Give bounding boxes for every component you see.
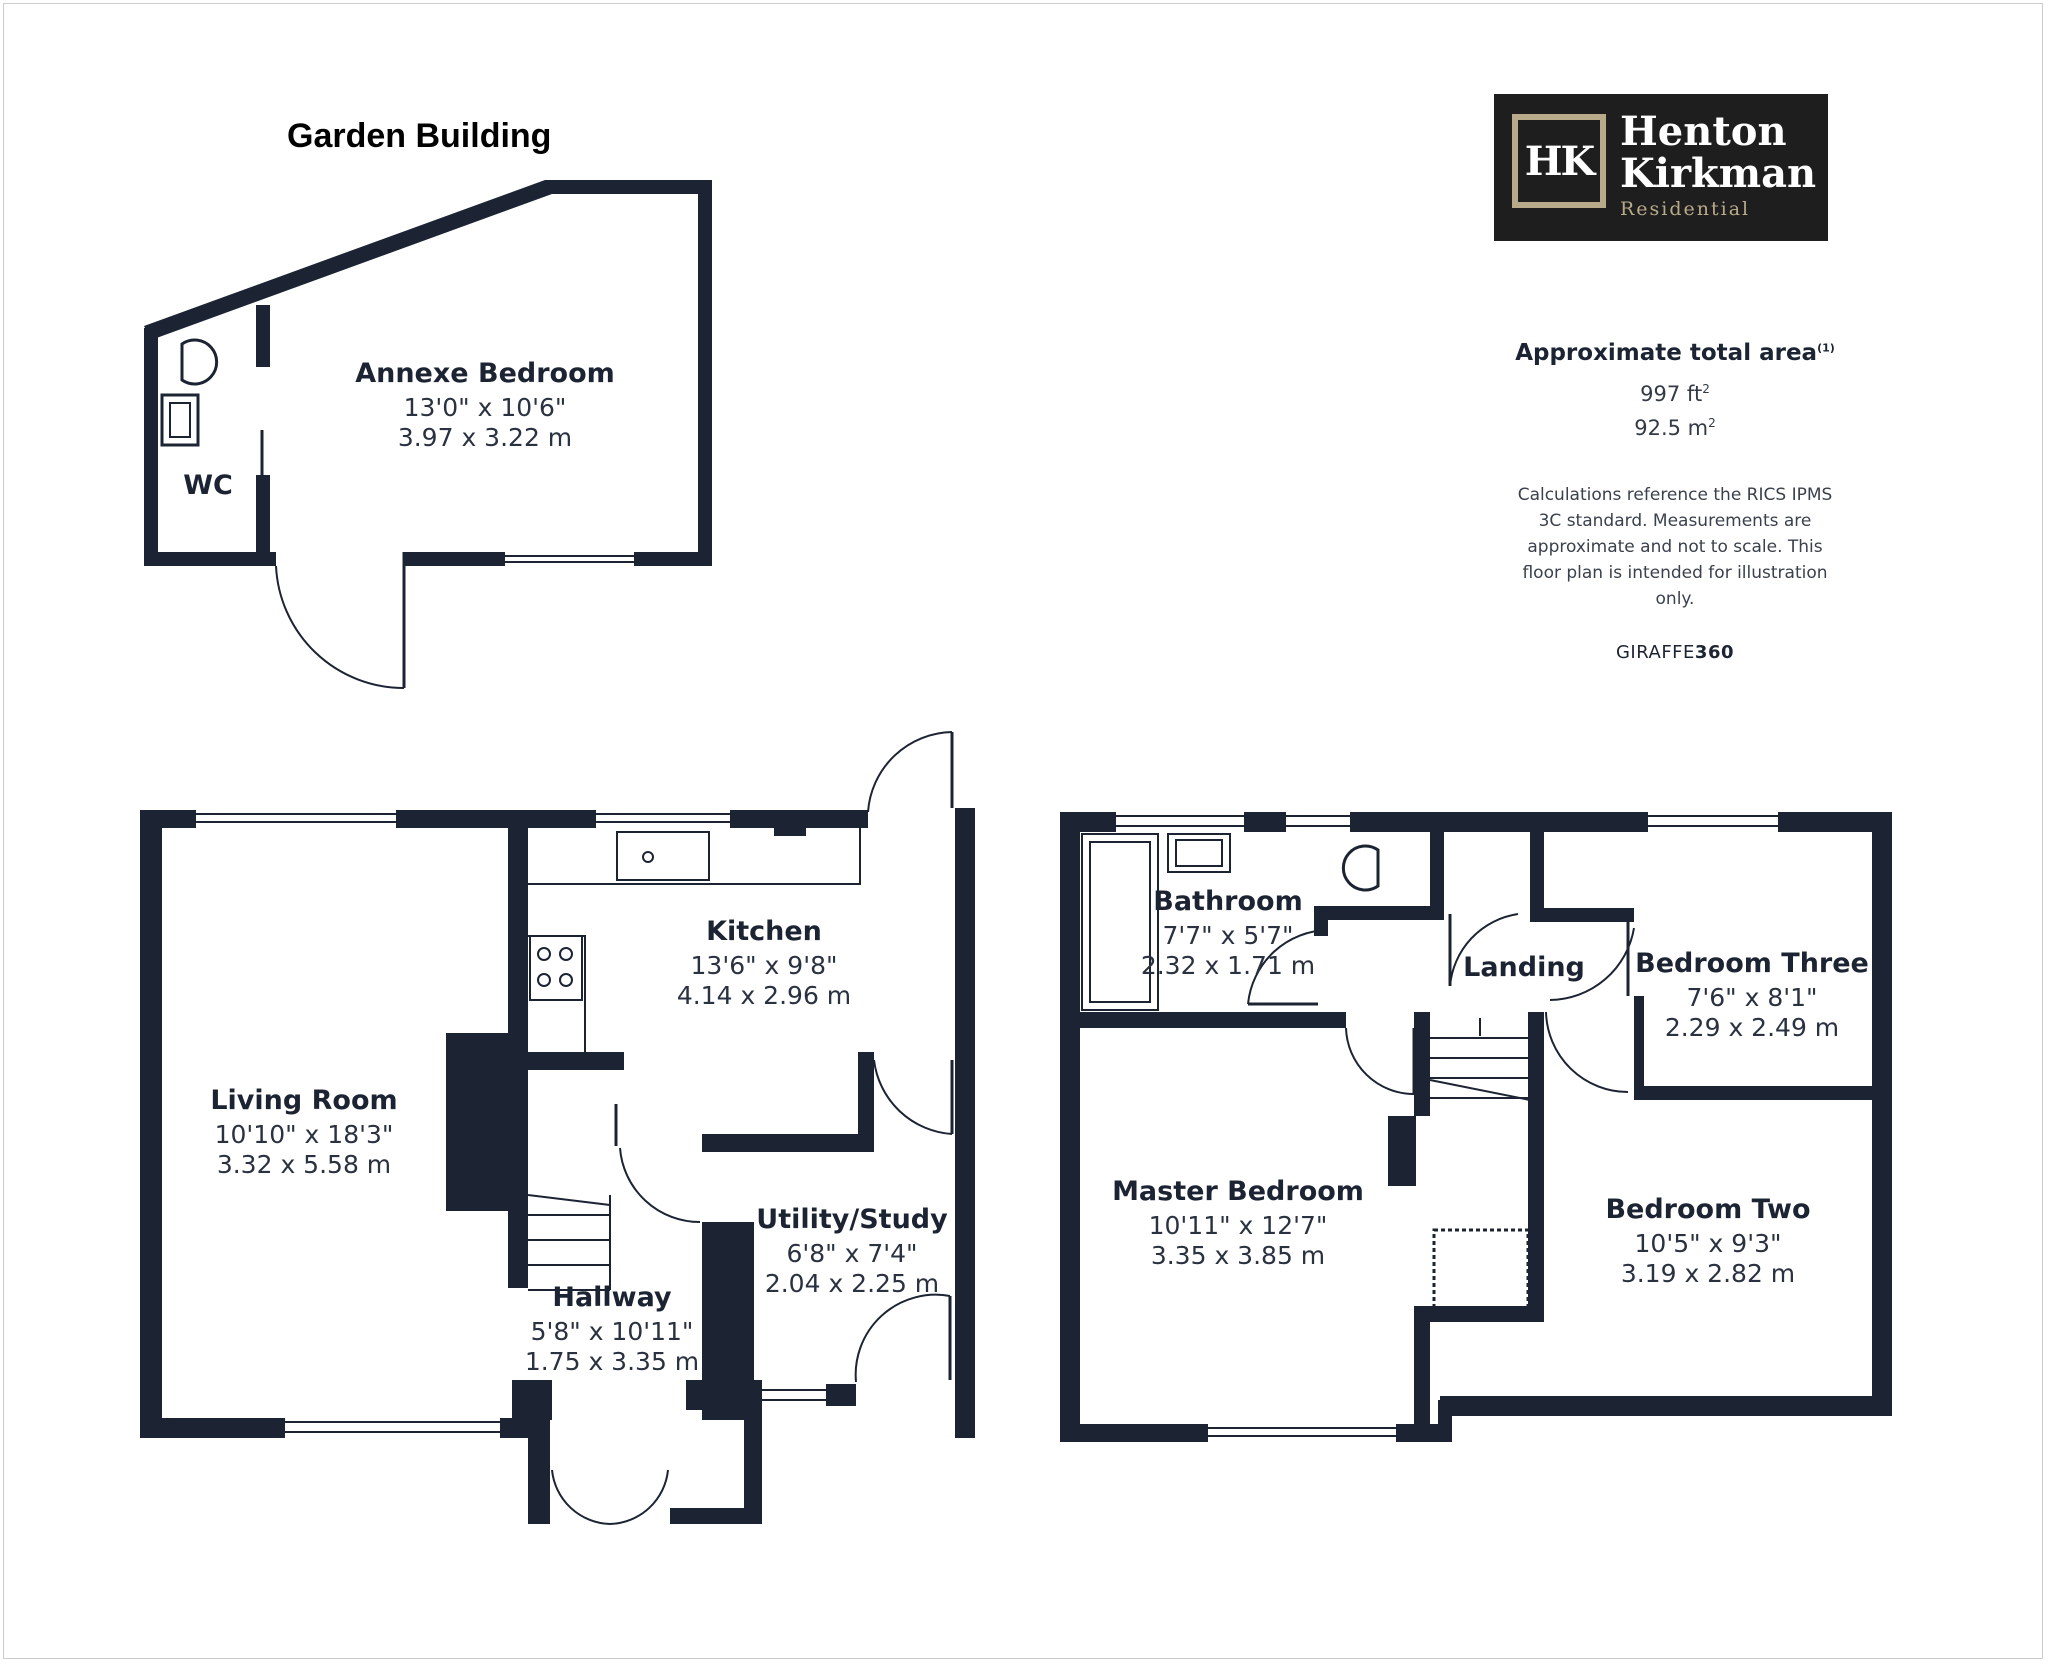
hallway-label: Hallway — [552, 1282, 672, 1313]
annexe-bedroom-metric: 3.97 x 3.22 m — [398, 423, 572, 452]
master-bedroom-imperial: 10'11" x 12'7" — [1149, 1211, 1328, 1240]
page-frame — [3, 3, 2043, 1659]
airing-cupboard — [1432, 1228, 1530, 1310]
first-floor-walls — [1060, 812, 1892, 1442]
kitchen-imperial: 13'6" x 9'8" — [691, 951, 838, 980]
giraffe360-credit: GIRAFFE360 — [1615, 642, 1734, 663]
bathroom-label: Bathroom — [1153, 886, 1302, 917]
kitchen-counters — [528, 828, 861, 1052]
bathroom-fixtures — [1081, 833, 1231, 1011]
kitchen-metric: 4.14 x 2.96 m — [677, 981, 851, 1010]
annexe-bedroom-label: Annexe Bedroom — [355, 358, 615, 389]
ground-floor-stairs — [527, 1194, 611, 1291]
wc-toilet-icon — [180, 338, 219, 386]
bedroom-two-label: Bedroom Two — [1605, 1194, 1810, 1225]
logo-monogram: HK — [1512, 114, 1606, 208]
landing-label: Landing — [1463, 952, 1585, 983]
ground-floor-windows — [196, 813, 826, 1519]
bedroom-three-metric: 2.29 x 2.49 m — [1665, 1013, 1839, 1042]
area-sqm: 92.5 m2 — [1634, 416, 1716, 440]
disclaimer-note: Calculations reference the RICS IPMS 3C … — [1517, 485, 1833, 609]
bedroom-two-metric: 3.19 x 2.82 m — [1621, 1259, 1795, 1288]
living-room-label: Living Room — [210, 1085, 397, 1116]
master-bedroom-label: Master Bedroom — [1112, 1176, 1364, 1207]
chimney-breast — [446, 1033, 508, 1211]
logo-line-2: Kirkman — [1620, 150, 1817, 197]
wc-label: WC — [183, 470, 233, 501]
bathroom-imperial: 7'7" x 5'7" — [1162, 921, 1293, 950]
kitchen-sink-icon — [642, 851, 654, 863]
garden-building: Garden Building Annexe Bedroom 13'0" x 1… — [144, 117, 712, 690]
living-room-imperial: 10'10" x 18'3" — [215, 1120, 394, 1149]
first-floor-stairs — [1429, 1018, 1531, 1101]
bedroom-three-imperial: 7'6" x 8'1" — [1686, 983, 1817, 1012]
bathroom-metric: 2.32 x 1.71 m — [1141, 951, 1315, 980]
area-title: Approximate total area(1) — [1515, 340, 1835, 366]
ground-floor: Kitchen 13'6" x 9'8" 4.14 x 2.96 m Livin… — [140, 731, 975, 1525]
first-floor-doors — [1247, 913, 1635, 1095]
henton-kirkman-logo: HK Henton Kirkman Residential — [1494, 94, 1828, 241]
ground-floor-doors — [551, 731, 954, 1525]
utility-study-imperial: 6'8" x 7'4" — [786, 1239, 917, 1268]
bathroom-toilet-icon — [1341, 844, 1380, 892]
logo-line-1: Henton — [1620, 108, 1787, 155]
master-bedroom-metric: 3.35 x 3.85 m — [1151, 1241, 1325, 1270]
utility-study-label: Utility/Study — [756, 1204, 948, 1235]
annexe-bedroom-imperial: 13'0" x 10'6" — [404, 393, 567, 422]
kitchen-label: Kitchen — [706, 916, 822, 947]
area-sqft: 997 ft2 — [1640, 382, 1710, 406]
garden-building-title: Garden Building — [287, 117, 551, 155]
bedroom-three-label: Bedroom Three — [1635, 948, 1869, 979]
area-info-panel: Approximate total area(1) 997 ft2 92.5 m… — [1490, 340, 1860, 663]
utility-study-metric: 2.04 x 2.25 m — [765, 1269, 939, 1298]
annexe-door-swing — [275, 565, 405, 690]
living-room-metric: 3.32 x 5.58 m — [217, 1150, 391, 1179]
logo-line-3: Residential — [1620, 198, 1751, 220]
first-floor: Bathroom 7'7" x 5'7" 2.32 x 1.71 m Landi… — [1060, 812, 1892, 1442]
bedroom-two-imperial: 10'5" x 9'3" — [1635, 1229, 1782, 1258]
first-floor-windows — [1116, 815, 1778, 1437]
garden-building-walls — [144, 180, 712, 566]
hallway-imperial: 5'8" x 10'11" — [531, 1317, 694, 1346]
hallway-metric: 1.75 x 3.35 m — [525, 1347, 699, 1376]
